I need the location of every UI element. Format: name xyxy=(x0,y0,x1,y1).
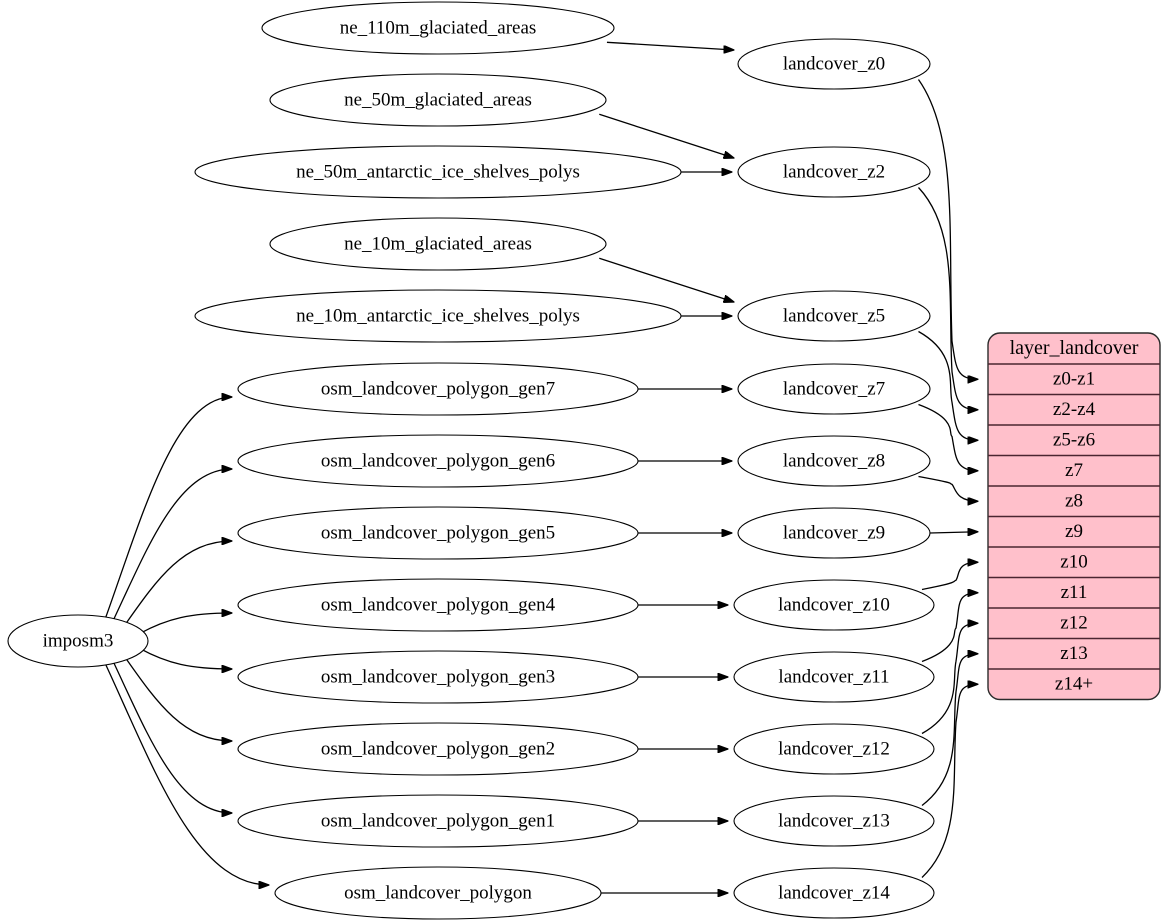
layer-landcover-row-z8[interactable]: z8 xyxy=(1065,491,1083,512)
node-ellipse-osm_landcover_polygon_gen4[interactable] xyxy=(237,578,639,632)
node-ne_50m_antarctic_ice_shelves_polys[interactable]: ne_50m_antarctic_ice_shelves_polys xyxy=(194,145,682,199)
node-ne_10m_glaciated_areas[interactable]: ne_10m_glaciated_areas xyxy=(269,217,607,271)
node-ellipse-osm_landcover_polygon_gen2[interactable] xyxy=(237,722,639,776)
node-osm_landcover_polygon_gen4[interactable]: osm_landcover_polygon_gen4 xyxy=(237,578,639,632)
node-osm_landcover_polygon_gen3[interactable]: osm_landcover_polygon_gen3 xyxy=(237,650,639,704)
node-ellipse-landcover_z13[interactable] xyxy=(733,795,935,847)
edge-imposm3-to-osm_landcover_polygon_gen5 xyxy=(125,541,232,624)
node-osm_landcover_polygon_gen7[interactable]: osm_landcover_polygon_gen7 xyxy=(237,362,639,416)
node-osm_landcover_polygon_gen6[interactable]: osm_landcover_polygon_gen6 xyxy=(237,434,639,488)
layer-landcover-row-z5-z6[interactable]: z5-z6 xyxy=(1053,430,1095,451)
node-osm_landcover_polygon_gen5[interactable]: osm_landcover_polygon_gen5 xyxy=(237,506,639,560)
node-ellipse-ne_10m_antarctic_ice_shelves_polys[interactable] xyxy=(194,289,682,343)
node-imposm3[interactable]: imposm3 xyxy=(7,614,149,668)
node-landcover_z10[interactable]: landcover_z10 xyxy=(733,579,935,631)
edge-imposm3-to-osm_landcover_polygon_gen4 xyxy=(139,613,232,635)
node-ellipse-landcover_z14[interactable] xyxy=(733,867,935,919)
nodes-layer: ne_110m_glaciated_areas ne_50m_glaciated_… xyxy=(7,1,935,920)
node-ellipse-ne_110m_glaciated_areas[interactable] xyxy=(261,1,615,55)
node-landcover_z9[interactable]: landcover_z9 xyxy=(737,507,931,559)
node-landcover_z12[interactable]: landcover_z12 xyxy=(733,723,935,775)
node-ellipse-landcover_z8[interactable] xyxy=(737,435,931,487)
layer-landcover-table[interactable]: layer_landcover z0-z1 z2-z4 z5-z6 z7 z8 z9 z10 z… xyxy=(987,332,1161,701)
layer-landcover-row-z0-z1[interactable]: z0-z1 xyxy=(1053,369,1095,390)
edge-ne_50m_glaciated_areas-to-landcover_z2 xyxy=(599,113,734,158)
edge-imposm3-to-osm_landcover_polygon_gen6 xyxy=(113,469,232,620)
edge-landcover_z14-to-row-z14+ xyxy=(921,684,978,878)
edge-ne_10m_glaciated_areas-to-landcover_z5 xyxy=(599,257,734,302)
node-ellipse-landcover_z2[interactable] xyxy=(737,146,931,198)
layer-landcover-row-z11[interactable]: z11 xyxy=(1061,582,1088,603)
node-ellipse-landcover_z10[interactable] xyxy=(733,579,935,631)
edge-landcover_z13-to-row-z13 xyxy=(921,654,978,807)
node-landcover_z0[interactable]: landcover_z0 xyxy=(737,38,931,90)
edge-ne_110m_glaciated_areas-to-landcover_z0 xyxy=(606,41,734,50)
layer-landcover-row-z10[interactable]: z10 xyxy=(1060,552,1087,573)
edge-landcover_z11-to-row-z11 xyxy=(921,593,978,663)
node-ellipse-landcover_z5[interactable] xyxy=(737,290,931,342)
edge-imposm3-to-osm_landcover_polygon_gen3 xyxy=(139,647,232,669)
edge-landcover_z10-to-row-z10 xyxy=(921,562,978,591)
edge-landcover_z5-to-row-z5-z6 xyxy=(918,330,978,441)
edge-imposm3-to-osm_landcover_polygon_gen2 xyxy=(125,658,232,741)
layer-landcover-row-z7[interactable]: z7 xyxy=(1065,460,1083,481)
edge-landcover_z7-to-row-z7 xyxy=(918,403,978,471)
node-ellipse-osm_landcover_polygon_gen3[interactable] xyxy=(237,650,639,704)
edges-layer xyxy=(105,41,978,893)
layer-landcover-row-z14+[interactable]: z14+ xyxy=(1055,674,1093,695)
node-landcover_z11[interactable]: landcover_z11 xyxy=(733,651,935,703)
edge-imposm3-to-osm_landcover_polygon xyxy=(105,664,269,885)
node-ellipse-landcover_z12[interactable] xyxy=(733,723,935,775)
layer-landcover-row-z2-z4[interactable]: z2-z4 xyxy=(1053,399,1096,420)
node-ellipse-osm_landcover_polygon_gen5[interactable] xyxy=(237,506,639,560)
node-landcover_z5[interactable]: landcover_z5 xyxy=(737,290,931,342)
edge-imposm3-to-osm_landcover_polygon_gen7 xyxy=(105,397,232,618)
node-osm_landcover_polygon[interactable]: osm_landcover_polygon xyxy=(274,866,602,920)
node-ellipse-osm_landcover_polygon[interactable] xyxy=(274,866,602,920)
node-ne_10m_antarctic_ice_shelves_polys[interactable]: ne_10m_antarctic_ice_shelves_polys xyxy=(194,289,682,343)
node-ellipse-osm_landcover_polygon_gen7[interactable] xyxy=(237,362,639,416)
node-ne_110m_glaciated_areas[interactable]: ne_110m_glaciated_areas xyxy=(261,1,615,55)
edge-imposm3-to-osm_landcover_polygon_gen1 xyxy=(113,662,232,813)
node-osm_landcover_polygon_gen2[interactable]: osm_landcover_polygon_gen2 xyxy=(237,722,639,776)
layer-landcover-row-z12[interactable]: z12 xyxy=(1060,613,1087,634)
layer-landcover-header: layer_landcover xyxy=(1010,337,1139,359)
layer-landcover-row-z9[interactable]: z9 xyxy=(1065,521,1083,542)
node-ellipse-ne_50m_antarctic_ice_shelves_polys[interactable] xyxy=(194,145,682,199)
node-landcover_z8[interactable]: landcover_z8 xyxy=(737,435,931,487)
edge-landcover_z12-to-row-z12 xyxy=(921,623,978,735)
node-landcover_z14[interactable]: landcover_z14 xyxy=(733,867,935,919)
node-ellipse-landcover_z7[interactable] xyxy=(737,363,931,415)
edge-landcover_z0-to-row-z0-z1 xyxy=(917,79,978,380)
node-ellipse-landcover_z9[interactable] xyxy=(737,507,931,559)
edge-landcover_z2-to-row-z2-z4 xyxy=(918,187,978,410)
node-ne_50m_glaciated_areas[interactable]: ne_50m_glaciated_areas xyxy=(269,73,607,127)
node-landcover_z2[interactable]: landcover_z2 xyxy=(737,146,931,198)
node-ellipse-osm_landcover_polygon_gen1[interactable] xyxy=(237,794,639,848)
node-ellipse-imposm3[interactable] xyxy=(7,614,149,668)
node-landcover_z13[interactable]: landcover_z13 xyxy=(733,795,935,847)
layer-landcover-row-z13[interactable]: z13 xyxy=(1060,643,1087,664)
node-ellipse-landcover_z11[interactable] xyxy=(733,651,935,703)
edge-landcover_z8-to-row-z8 xyxy=(918,475,978,502)
edge-landcover_z9-to-row-z9 xyxy=(929,532,978,533)
node-ellipse-osm_landcover_polygon_gen6[interactable] xyxy=(237,434,639,488)
node-osm_landcover_polygon_gen1[interactable]: osm_landcover_polygon_gen1 xyxy=(237,794,639,848)
node-ellipse-ne_50m_glaciated_areas[interactable] xyxy=(269,73,607,127)
node-ellipse-ne_10m_glaciated_areas[interactable] xyxy=(269,217,607,271)
node-ellipse-landcover_z0[interactable] xyxy=(737,38,931,90)
node-landcover_z7[interactable]: landcover_z7 xyxy=(737,363,931,415)
